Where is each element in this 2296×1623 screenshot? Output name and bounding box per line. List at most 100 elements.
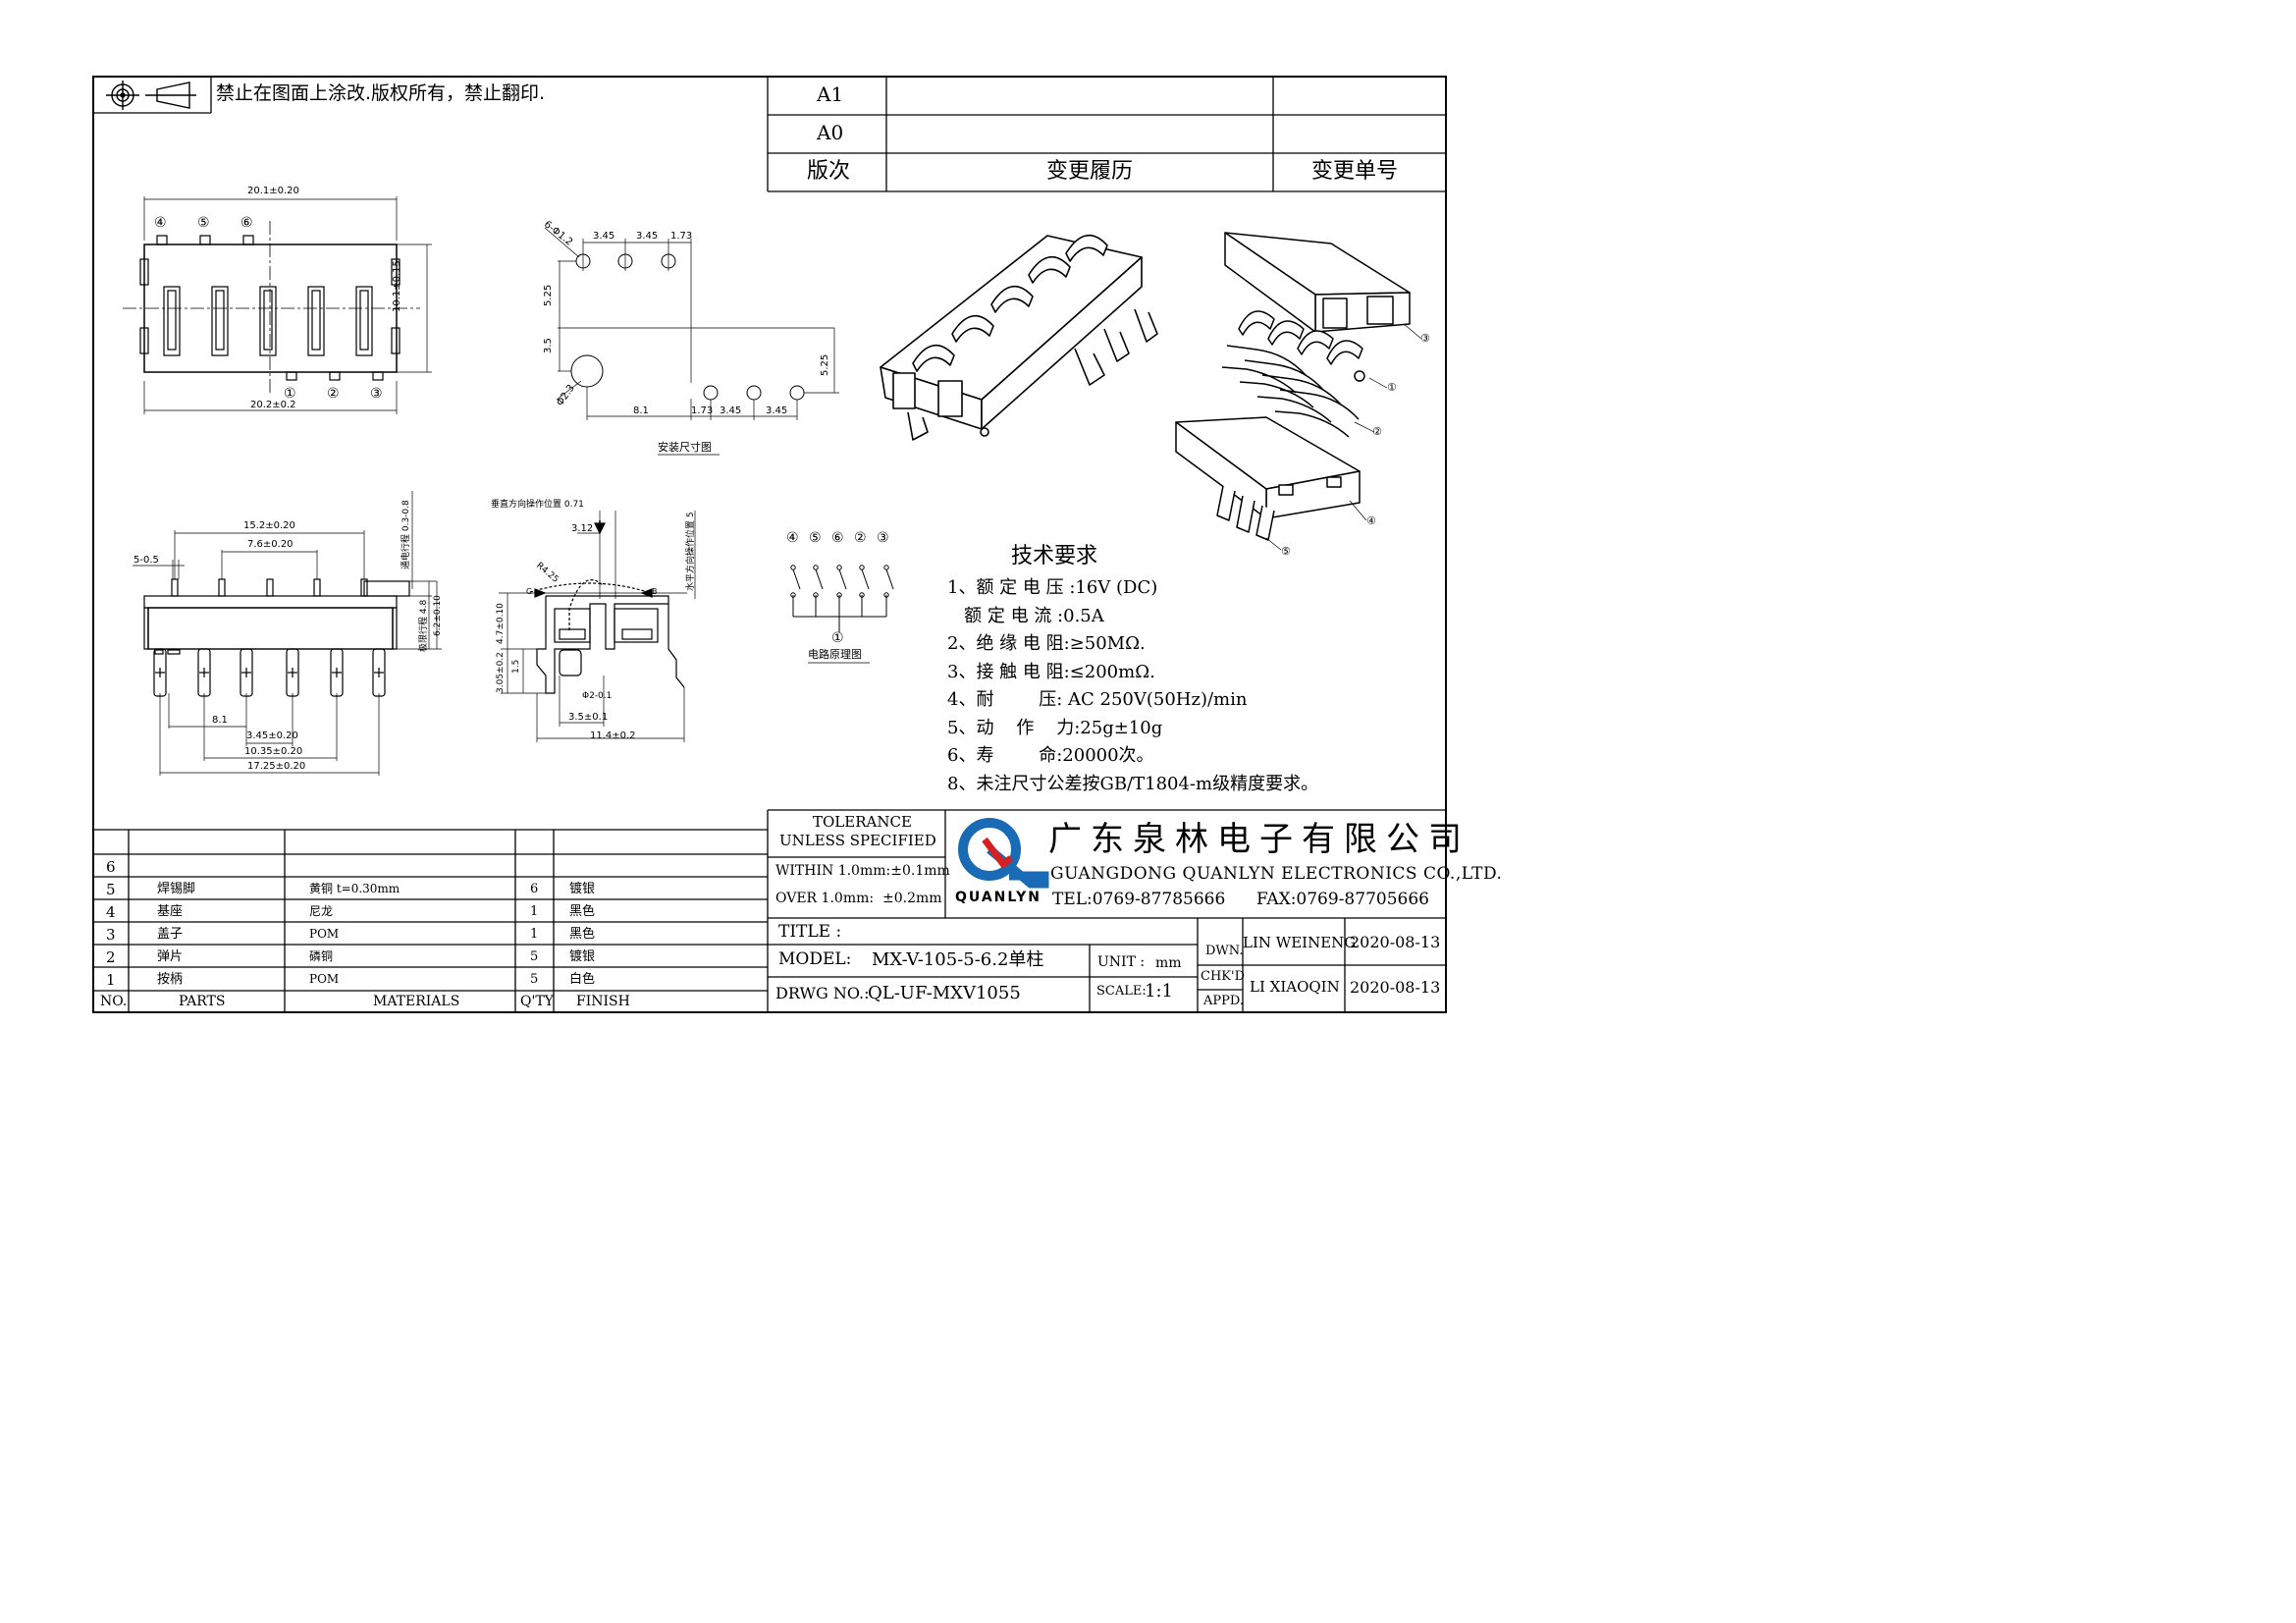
revision-header-number: 变更单号: [1311, 159, 1399, 184]
parts-cell-no: 1: [106, 971, 116, 989]
circuit-switch-blade: [792, 568, 801, 590]
exploded-actuator: [1238, 310, 1275, 336]
tech-item-6: 6、寿 命:20000次。: [947, 745, 1154, 766]
parts-header-part: PARTS: [179, 994, 226, 1009]
circuit-switch-blade: [861, 568, 870, 590]
exploded-spring: [1221, 366, 1297, 394]
circuit-contact: [790, 565, 796, 570]
dim-top-width: 20.1±0.20: [247, 186, 299, 196]
front-w1: 15.2±0.20: [243, 520, 295, 531]
parts-cell-no: 4: [106, 903, 116, 921]
circuit-switch-blade: [885, 568, 894, 590]
parts-cell-part: 基座: [157, 904, 184, 919]
parts-cell-no: 5: [106, 881, 116, 898]
chkd-label: CHK'D: [1201, 969, 1245, 984]
parts-header-finish: FINISH: [576, 994, 630, 1009]
iso-actuator: [951, 315, 994, 343]
parts-cell-part: 焊锡脚: [157, 882, 196, 896]
exploded-view: [1175, 232, 1422, 551]
exploded-spring: [1279, 389, 1360, 420]
circuit-contact: [859, 565, 865, 570]
front-view: [133, 491, 442, 776]
mount-d1: 3.45: [593, 231, 615, 242]
scale-label: SCALE:: [1096, 984, 1147, 999]
parts-cell-mat: POM: [309, 972, 340, 986]
company-name-cn: 广东泉林电子有限公司: [1048, 820, 1470, 859]
exploded-spring: [1274, 410, 1350, 438]
mount-d3: 1.73: [670, 231, 693, 242]
mount-b4: 3.45: [766, 406, 788, 416]
front-view-actuator: [218, 578, 226, 597]
dwn-label: DWN.: [1205, 944, 1244, 958]
circuit-contact: [813, 565, 819, 570]
circuit-switch-blade: [838, 568, 847, 590]
pin-label-1: ①: [284, 386, 296, 402]
company-logo-icon: [958, 818, 1049, 889]
pin-label-5: ⑤: [197, 215, 210, 231]
exploded-label-5: ⑤: [1281, 545, 1291, 558]
side-hole: Φ2-0.1: [582, 691, 613, 701]
parts-cell-qty: 6: [530, 882, 539, 896]
exploded-spring: [1239, 381, 1314, 408]
parts-header-qty: Q'TY: [520, 994, 554, 1009]
company-brand: QUANLYN: [955, 890, 1041, 905]
top-view-actuator: [167, 290, 177, 351]
side-c: C: [526, 587, 532, 596]
parts-cell-finish: 镀银: [569, 882, 596, 896]
parts-header-no: NO.: [100, 994, 128, 1009]
exploded-actuator: [1297, 330, 1334, 355]
mount-b3: 3.45: [720, 406, 742, 416]
exploded-spring: [1244, 359, 1324, 391]
circuit-pin-4: ④: [786, 530, 799, 546]
unit-label: UNIT :: [1097, 954, 1146, 970]
circuit-pin-5: ⑤: [809, 530, 822, 546]
top-view-slot: [307, 286, 325, 356]
parts-cell-no: 2: [106, 948, 116, 966]
exploded-spring: [1256, 396, 1332, 423]
mount-drawing: [544, 227, 839, 456]
side-w1: 3.12: [571, 523, 594, 534]
tech-item-4: 4、耐 压: AC 250V(50Hz)/min: [947, 689, 1248, 710]
mount-v2: 3.5: [543, 338, 554, 353]
pin-label-3: ③: [370, 386, 383, 402]
parts-cell-part: 盖子: [157, 927, 184, 942]
tech-item-8: 8、未注尺寸公差按GB/T1804-m级精度要求。: [947, 774, 1319, 794]
top-view-slot: [163, 286, 181, 356]
parts-cell-part: 按柄: [157, 972, 184, 987]
pin-label-4: ④: [154, 215, 167, 231]
circuit-switch-blade: [815, 568, 824, 590]
front-travel: 通电行程 0.3-0.8: [401, 500, 411, 569]
drwg-label: DRWG NO.:: [775, 984, 870, 1002]
parts-cell-mat: POM: [309, 927, 340, 941]
iso-actuator: [1065, 235, 1108, 262]
sheet-border: [92, 76, 1447, 1013]
checked-by-name: LI XIAOQIN: [1250, 978, 1340, 996]
mount-v1: 5.25: [543, 284, 554, 306]
top-view-actuator: [215, 290, 225, 351]
front-limit: 极限行程 4.8: [419, 599, 429, 652]
parts-cell-finish: 镀银: [569, 949, 596, 964]
exploded-label-2: ②: [1372, 425, 1382, 438]
circuit-common: ①: [831, 630, 844, 646]
pin-label-6: ⑥: [240, 215, 253, 231]
revision-a1: A1: [817, 82, 844, 106]
exploded-actuator-pivot: [1354, 370, 1365, 382]
title-label: TITLE :: [778, 922, 842, 942]
top-view: [123, 196, 432, 414]
front-b1: 8.1: [212, 715, 228, 726]
company-tel: TEL:0769-87785666: [1052, 890, 1226, 909]
side-b: B: [652, 587, 658, 596]
circuit-pin-2: ②: [854, 530, 867, 546]
tolerance-line-2: UNLESS SPECIFIED: [779, 832, 936, 849]
tech-title: 技术要求: [1011, 544, 1098, 568]
top-view-slot: [259, 286, 277, 356]
drwg-value: QL-UF-MXV1055: [868, 983, 1021, 1003]
company-name-en: GUANGDONG QUANLYN ELECTRONICS CO.,LTD.: [1050, 864, 1503, 884]
front-w2: 7.6±0.20: [247, 539, 294, 550]
parts-cell-mat: 磷铜: [309, 949, 334, 963]
side-w2: 3.5±0.1: [568, 712, 609, 723]
parts-cell-qty: 1: [530, 927, 539, 942]
model-value: MX-V-105-5-6.2单柱: [872, 949, 1044, 970]
circuit-diagram: [790, 565, 894, 664]
side-h3: 1.5: [511, 659, 521, 674]
